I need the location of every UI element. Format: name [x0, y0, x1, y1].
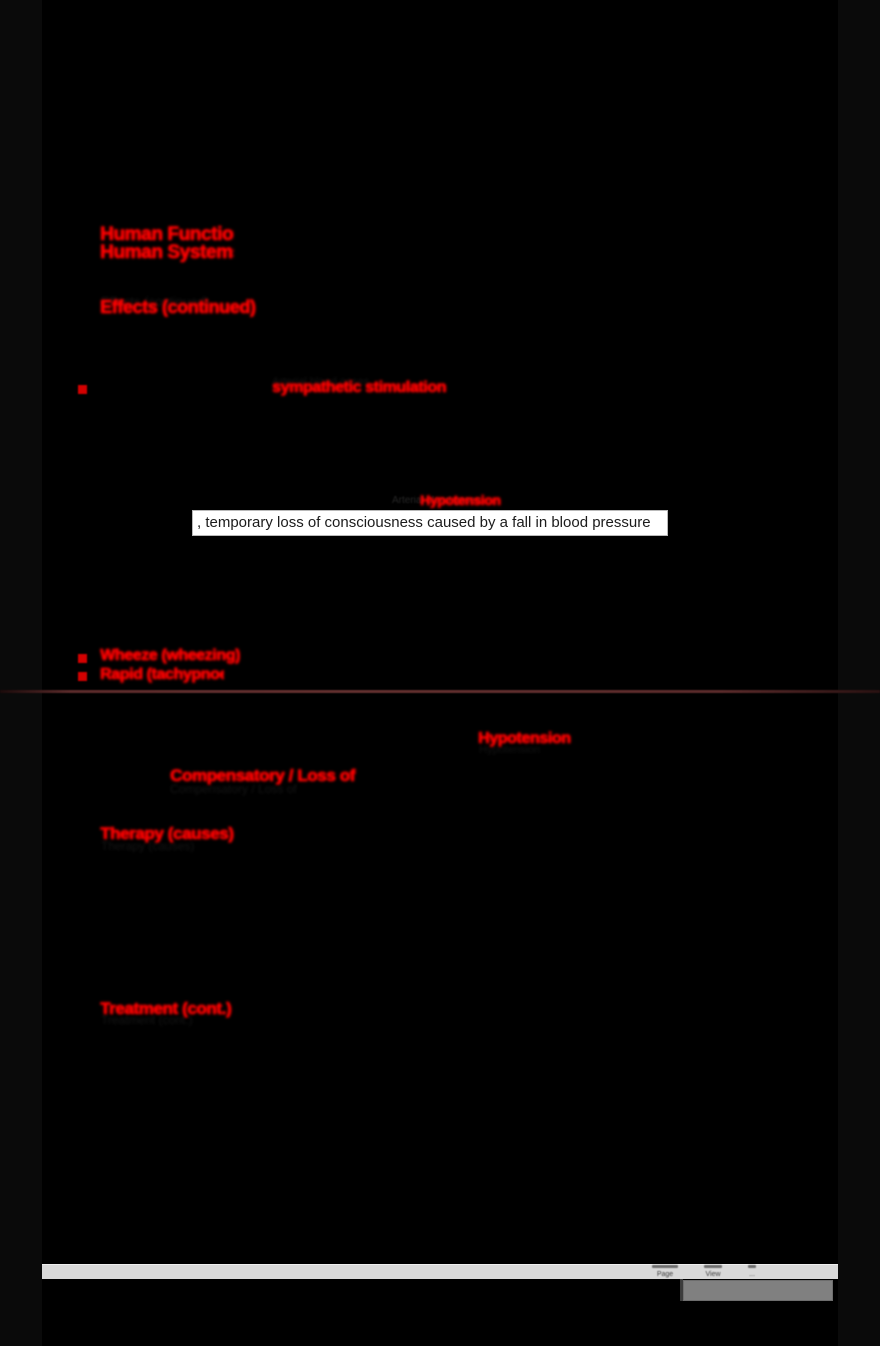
toolbar-item-view-label: View	[705, 1271, 721, 1278]
bullet-marker	[78, 654, 87, 663]
subheading: Effects (continued)	[100, 298, 256, 317]
page-left-margin	[0, 0, 42, 1346]
section-divider	[0, 690, 880, 693]
section-0-title-shadow: Therapy (causes)	[101, 840, 195, 853]
toolbar-item-view[interactable]: View	[704, 1265, 722, 1279]
compensatory-line: Compensatory / Loss of	[170, 767, 355, 785]
compensatory-line-shadow: Compensatory / Loss of	[170, 783, 297, 796]
inline-highlight-right[interactable]: Hypotension	[478, 731, 571, 747]
subheading-shadow: Effects (continued)	[101, 295, 210, 309]
page-icon	[652, 1265, 678, 1268]
bottom-toolbar[interactable]: Page View ...	[42, 1264, 838, 1279]
bullet-marker	[78, 385, 87, 394]
dictionary-definition-tooltip: , temporary loss of consciousness caused…	[192, 510, 668, 536]
section-1-title: Treatment (cont.)	[100, 1000, 232, 1018]
page-right-margin	[838, 0, 880, 1346]
toolbar-overflow-popup[interactable]	[683, 1280, 833, 1301]
toolbar-item-page-label: Page	[656, 1271, 674, 1278]
bullet-0-context: Arterial blood gases	[272, 377, 370, 388]
bullet-2-label: Rapid (tachypnoea)	[100, 667, 224, 683]
heading-line-1: Human Function	[100, 225, 234, 245]
inline-highlight-hypotension[interactable]: Hypotension	[420, 493, 501, 508]
section-0-title: Therapy (causes)	[100, 825, 234, 843]
heading-line-2: Human Systems	[100, 243, 234, 263]
toolbar-item-page[interactable]: Page	[652, 1265, 678, 1279]
toolbar-item-more[interactable]: ...	[748, 1265, 756, 1279]
bullet-1-label: Wheeze (wheezing)	[100, 648, 240, 664]
bullet-0-label: sympathetic stimulation	[272, 380, 446, 396]
toolbar-popup-stem	[680, 1279, 683, 1301]
section-1-title-shadow: Treatment (cont.)	[101, 1014, 193, 1027]
toolbar-item-more-label: ...	[749, 1271, 755, 1278]
view-icon	[704, 1265, 722, 1268]
paragraph-line-faint: Arterial blood gases	[392, 496, 481, 506]
inline-highlight-shadow: Hypotension	[479, 745, 541, 756]
bullet-marker	[78, 672, 87, 681]
more-icon	[748, 1265, 756, 1268]
